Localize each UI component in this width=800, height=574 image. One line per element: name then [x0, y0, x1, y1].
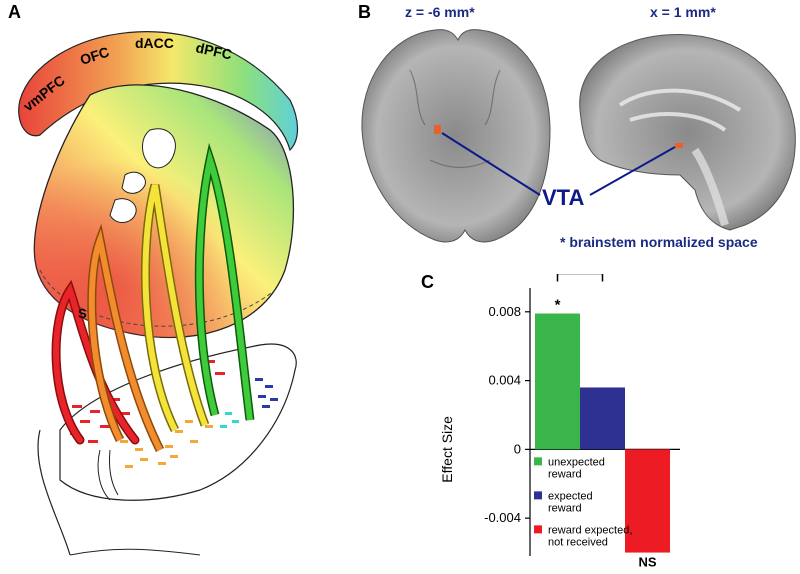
cyan-neuron-cluster	[220, 412, 239, 428]
legend-label: reward	[548, 502, 582, 514]
sagittal-vta-activation	[675, 143, 683, 148]
legend-label: reward	[548, 468, 582, 480]
y-tick-label: -0.004	[484, 510, 521, 525]
vta-label: VTA	[542, 185, 585, 210]
legend-label: reward expected,	[548, 524, 632, 536]
bar-2	[580, 387, 625, 450]
bar-1	[535, 313, 580, 450]
legend-swatch	[534, 491, 542, 500]
y-tick-label: 0	[514, 441, 521, 456]
panel-c-letter: C	[421, 272, 434, 292]
region-dacc: dACC	[135, 35, 174, 51]
legend-swatch	[534, 525, 542, 534]
s-label: S	[78, 306, 87, 321]
bar-annotation: *	[555, 297, 561, 314]
sagittal-brain-image	[579, 33, 796, 231]
region-dpfc: dPFC	[194, 39, 233, 62]
axial-brain-image	[361, 29, 551, 243]
yellow-loop-arrow	[141, 183, 210, 433]
orange-loop-arrow	[87, 223, 165, 453]
legend-label: not received	[548, 536, 608, 548]
y-tick-label: 0.004	[488, 373, 521, 388]
y-tick-label: 0.008	[488, 304, 521, 319]
normalized-space-note: * brainstem normalized space	[560, 234, 758, 250]
panel-a-illustration: vmPFC OFC dACC dPFC	[18, 31, 299, 556]
legend-swatch	[534, 457, 542, 466]
sagittal-slice-label: x = 1 mm*	[650, 4, 716, 20]
significance-bracket	[556, 274, 604, 282]
bar-annotation: NS	[638, 555, 656, 570]
legend-label: expected	[548, 490, 593, 502]
axial-vta-activation	[434, 125, 441, 134]
vta-pointer-axial	[441, 132, 541, 196]
vta-pointer-sagittal	[589, 146, 676, 196]
panel-a-letter: A	[8, 2, 21, 22]
legend-label: unexpected	[548, 456, 605, 468]
bar-3	[625, 449, 670, 553]
panel-b-letter: B	[358, 2, 371, 22]
y-axis-label: Effect Size	[439, 416, 455, 483]
prefrontal-arc	[18, 31, 299, 152]
blue-neuron-cluster	[255, 378, 278, 408]
mri-images	[361, 29, 796, 243]
axial-slice-label: z = -6 mm*	[405, 4, 475, 20]
green-loop-arrow	[194, 142, 255, 421]
